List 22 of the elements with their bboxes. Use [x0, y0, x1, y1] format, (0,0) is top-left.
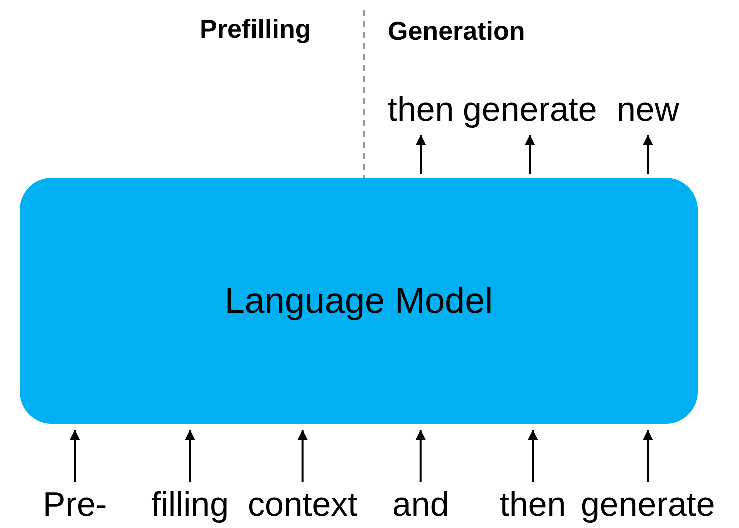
input-token: context: [248, 486, 358, 524]
output-token: then: [388, 91, 454, 129]
input-token: filling: [152, 486, 229, 524]
arrow: [298, 430, 308, 482]
phase-label: Generation: [388, 18, 526, 44]
input-token: generate: [581, 486, 716, 524]
arrow: [525, 135, 536, 174]
arrow: [416, 430, 426, 482]
arrow: [528, 430, 538, 482]
input-token: and: [392, 486, 450, 524]
output-token: new: [617, 91, 680, 129]
input-token: Pre-: [43, 486, 108, 524]
arrow: [643, 430, 654, 482]
arrow: [70, 430, 80, 482]
model-box: [20, 178, 698, 424]
model-label: Language Model: [224, 280, 494, 322]
input-token: then: [500, 486, 566, 524]
phase-label: Prefilling: [200, 16, 312, 42]
arrow: [416, 135, 426, 174]
output-token: generate: [463, 91, 598, 129]
arrow: [185, 430, 196, 482]
arrow: [643, 135, 654, 174]
